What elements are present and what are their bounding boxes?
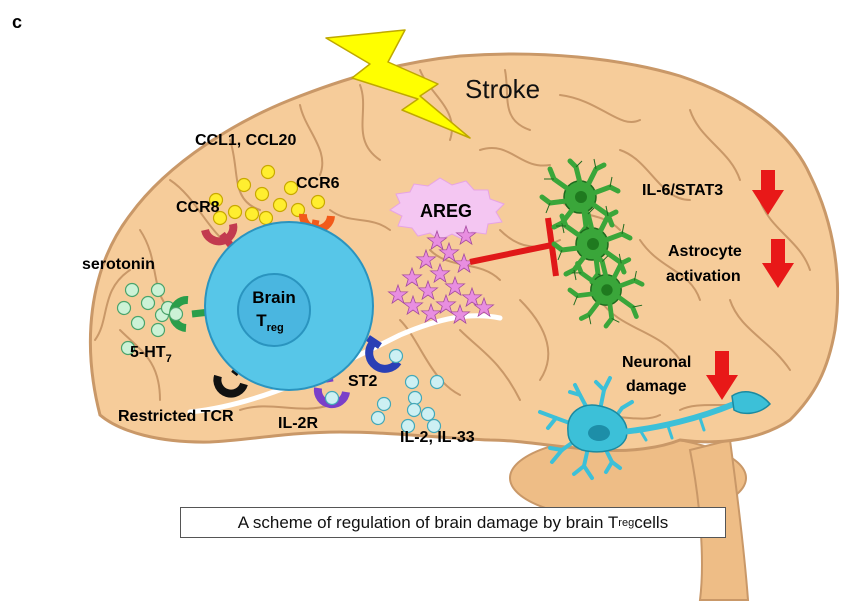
tcr-label: Restricted TCR xyxy=(118,408,234,425)
chemokine-ligands xyxy=(208,164,306,226)
lightning-bolt-icon xyxy=(325,29,471,139)
il6-stat3-label: IL-6/STAT3 xyxy=(642,182,723,199)
down-arrow-astrocyte xyxy=(762,239,794,288)
areg-stars xyxy=(387,224,495,325)
cytokines-label: IL-2, IL-33 xyxy=(400,429,475,446)
neuronal-label-line1: Neuronal xyxy=(622,354,691,371)
ccr6-label: CCR6 xyxy=(296,175,340,192)
stroke-label: Stroke xyxy=(465,74,540,104)
neuron-axon xyxy=(619,401,737,435)
ccr8-label: CCR8 xyxy=(176,199,220,216)
caption-text: A scheme of regulation of brain damage b… xyxy=(237,512,619,532)
serotonin-ligands xyxy=(116,282,176,356)
chemokines-label: CCL1, CCL20 xyxy=(195,132,296,149)
inhibition-symbol xyxy=(469,217,559,277)
neuron xyxy=(538,376,772,480)
treg-label-line2: Treg xyxy=(256,311,284,334)
areg-burst: AREG xyxy=(389,177,505,241)
caption-subscript: reg xyxy=(618,516,635,529)
cytokine-ligands xyxy=(370,374,445,434)
caption-end: cells xyxy=(634,512,669,532)
down-arrow-il6 xyxy=(752,170,784,215)
brain-treg-cell: Brain Treg xyxy=(204,221,374,391)
astrocyte-label-line2: activation xyxy=(666,268,741,285)
st2-label: ST2 xyxy=(348,373,377,390)
serotonin-label: serotonin xyxy=(82,256,155,273)
areg-label: AREG xyxy=(420,201,472,221)
neuronal-label-line2: damage xyxy=(626,378,687,395)
treg-label-line1: Brain xyxy=(252,288,295,307)
5ht7-label: 5-HT7 xyxy=(130,344,172,365)
st2-receptor xyxy=(365,335,404,373)
panel-label: c xyxy=(12,12,22,32)
down-arrow-neuronal xyxy=(706,351,738,400)
il2r-label: IL-2R xyxy=(278,415,318,432)
astrocyte-label-line1: Astrocyte xyxy=(668,243,742,260)
figure-caption: A scheme of regulation of brain damage b… xyxy=(180,507,726,538)
